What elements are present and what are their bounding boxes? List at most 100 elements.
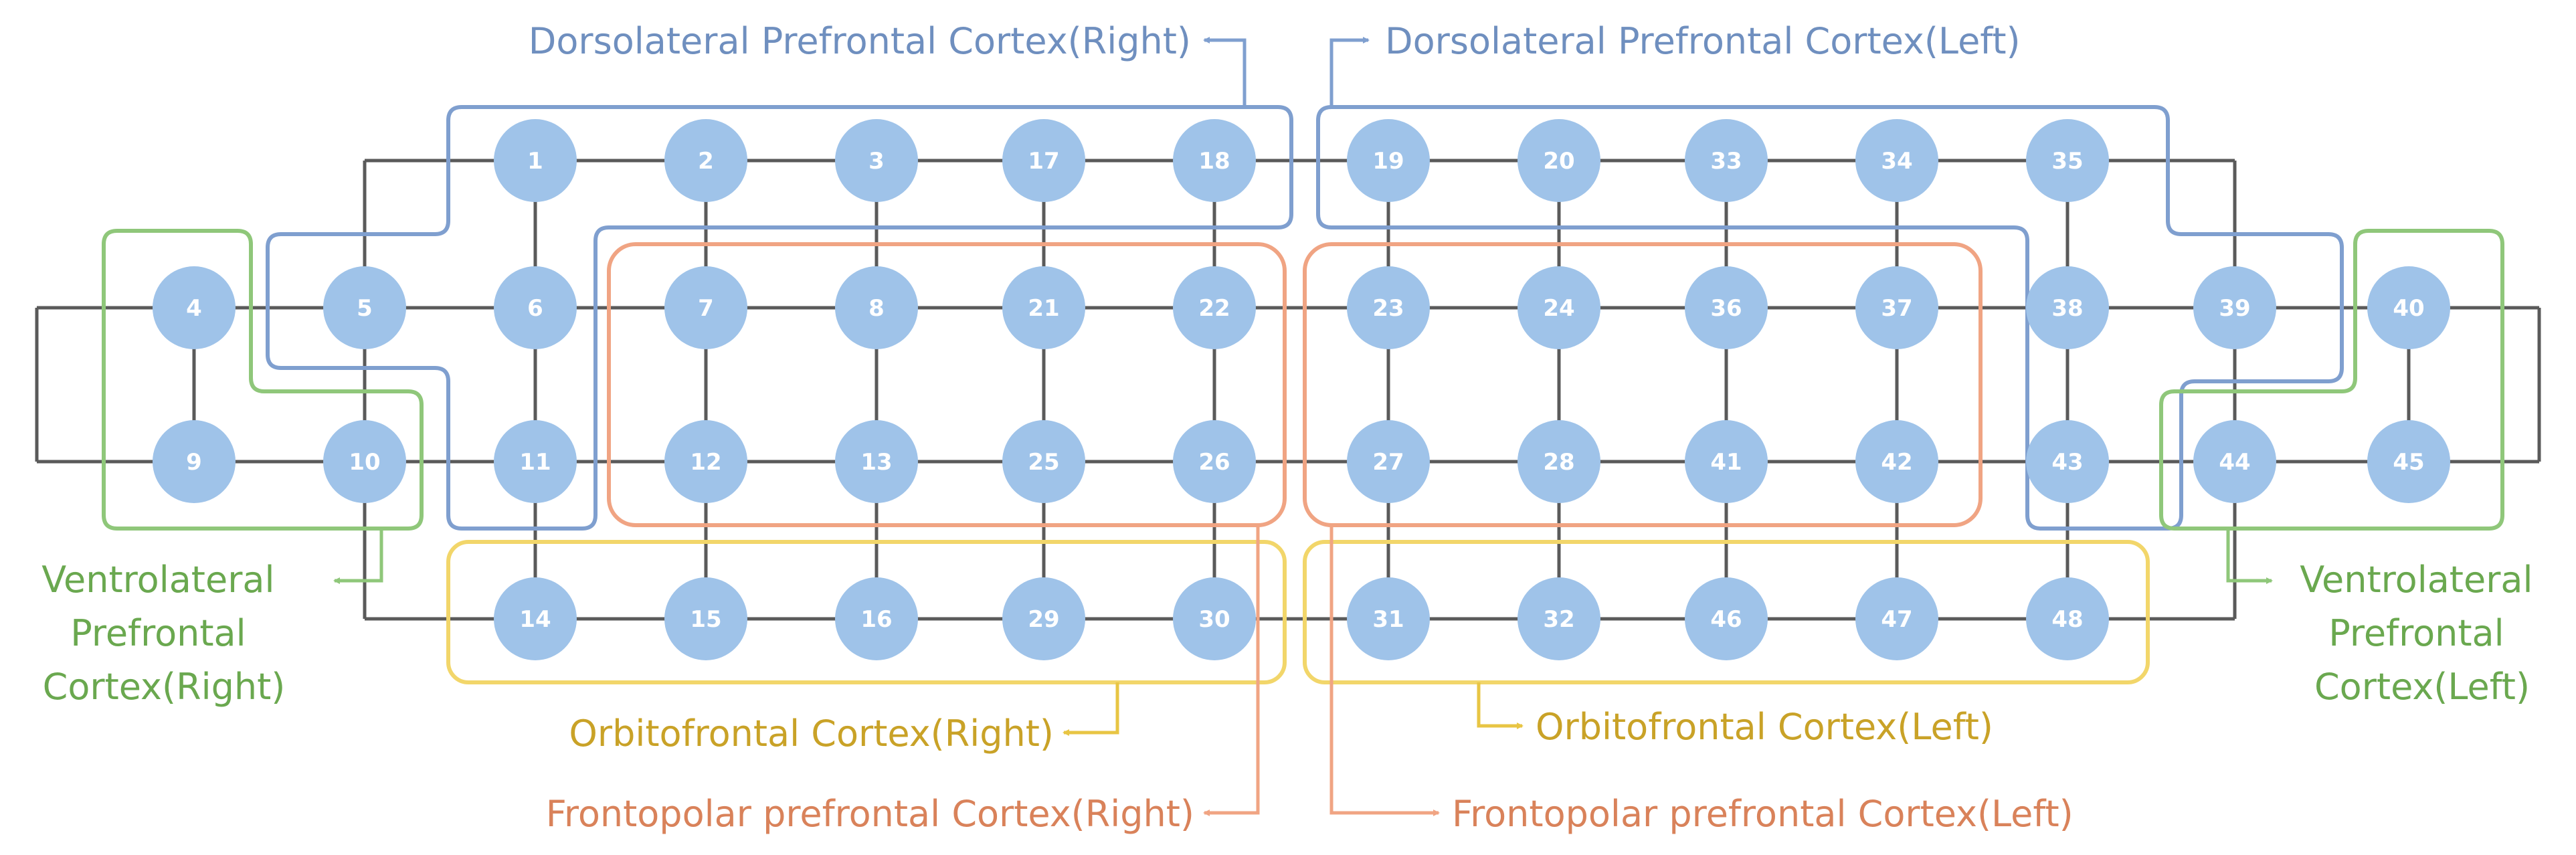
channel-node-circle [835,420,918,503]
fppfc-left-connector [1329,525,1440,816]
dlpfc-right-outline [266,105,1293,531]
channel-node-label: 2 [698,148,714,175]
channel-node-circle [664,266,747,349]
ofc-right-outline [446,540,1287,684]
channel-node-31: 31 [1347,577,1430,660]
channel-node-circle [1517,420,1600,503]
channel-node-circle [1347,119,1430,202]
vlpfc-right-line-1: Ventrolateral [41,559,274,601]
channel-node-label: 5 [357,295,373,322]
channel-node-38: 38 [2026,266,2109,349]
channel-node-circle [664,119,747,202]
vlpfc-left-line-2: Prefrontal [2328,612,2504,654]
channel-node-42: 42 [1855,420,1938,503]
channel-node-19: 19 [1347,119,1430,202]
channel-node-37: 37 [1855,266,1938,349]
fppfc-left-outline [1303,242,1983,527]
channel-node-label: 18 [1198,148,1230,175]
label-connectors [333,37,2273,816]
fppfc-left-label: Frontopolar prefrontal Cortex(Left) [1452,793,2074,835]
channel-node-circle [2193,266,2276,349]
channel-node-1: 1 [494,119,577,202]
channel-node-9: 9 [153,420,236,503]
vlpfc-left-line-3: Cortex(Left) [2314,666,2530,708]
dlpfc-left-connector [1329,37,1370,107]
channel-node-label: 17 [1028,148,1059,175]
channel-node-label: 16 [860,606,892,633]
channel-node-25: 25 [1002,420,1085,503]
channel-node-circle [1173,420,1256,503]
channel-node-label: 31 [1372,606,1404,633]
channel-node-circle [323,420,406,503]
channel-node-circle [1002,266,1085,349]
channel-node-label: 25 [1028,449,1059,476]
channel-node-label: 39 [2219,295,2250,322]
channel-node-8: 8 [835,266,918,349]
channel-node-40: 40 [2367,266,2450,349]
channel-node-circle [494,119,577,202]
channel-node-47: 47 [1855,577,1938,660]
channel-node-label: 13 [860,449,892,476]
channel-node-label: 46 [1710,606,1742,633]
channel-node-circle [1002,119,1085,202]
channel-node-label: 12 [690,449,721,476]
ofc-left-outline [1303,540,2150,684]
channel-node-label: 1 [527,148,543,175]
channel-node-33: 33 [1685,119,1768,202]
channel-node-13: 13 [835,420,918,503]
channel-node-label: 27 [1372,449,1404,476]
ofc-right-connector [1063,682,1119,736]
channel-node-circle [1685,119,1768,202]
channel-node-36: 36 [1685,266,1768,349]
channel-node-label: 41 [1710,449,1742,476]
channel-node-circle [2367,266,2450,349]
channel-node-label: 42 [1881,449,1912,476]
channel-node-label: 10 [349,449,380,476]
channel-node-circle [1855,266,1938,349]
channel-node-circle [1002,420,1085,503]
channel-node-circle [153,266,236,349]
vlpfc-right-connector [333,529,383,584]
channel-node-label: 38 [2051,295,2083,322]
channel-node-circle [1517,577,1600,660]
channel-node-30: 30 [1173,577,1256,660]
channel-node-28: 28 [1517,420,1600,503]
dlpfc-right-label: Dorsolateral Prefrontal Cortex(Right) [529,20,1191,62]
channel-node-label: 8 [868,295,885,322]
channel-node-circle [835,119,918,202]
channel-node-2: 2 [664,119,747,202]
channel-node-circle [2026,577,2109,660]
channel-node-circle [494,577,577,660]
channel-node-label: 20 [1543,148,1574,175]
channel-node-circle [1855,577,1938,660]
channel-node-circle [664,420,747,503]
fppfc-right-outline [607,242,1287,527]
channel-node-label: 14 [519,606,551,633]
channel-node-label: 45 [2393,449,2424,476]
channel-node-circle [153,420,236,503]
channel-node-label: 4 [186,295,202,322]
fppfc-right-label: Frontopolar prefrontal Cortex(Right) [546,793,1194,835]
channel-node-35: 35 [2026,119,2109,202]
channel-node-circle [494,266,577,349]
channel-node-circle [664,577,747,660]
channel-node-label: 32 [1543,606,1574,633]
channel-node-15: 15 [664,577,747,660]
channel-node-22: 22 [1173,266,1256,349]
channel-node-label: 35 [2051,148,2083,175]
channel-node-circle [1855,420,1938,503]
vlpfc-right-line-2: Prefrontal [70,612,246,654]
channel-node-circle [1173,119,1256,202]
channel-node-circle [2026,420,2109,503]
channel-node-label: 36 [1710,295,1742,322]
channel-node-label: 33 [1710,148,1742,175]
channel-node-circle [835,577,918,660]
channel-node-label: 21 [1028,295,1059,322]
vlpfc-left-outline [2159,229,2504,531]
channel-node-circle [1685,577,1768,660]
dlpfc-right-connector [1203,37,1247,107]
channel-node-circle [1347,577,1430,660]
dlpfc-left-label: Dorsolateral Prefrontal Cortex(Left) [1385,20,2021,62]
channel-node-label: 47 [1881,606,1912,633]
vlpfc-left-connector [2226,529,2273,584]
